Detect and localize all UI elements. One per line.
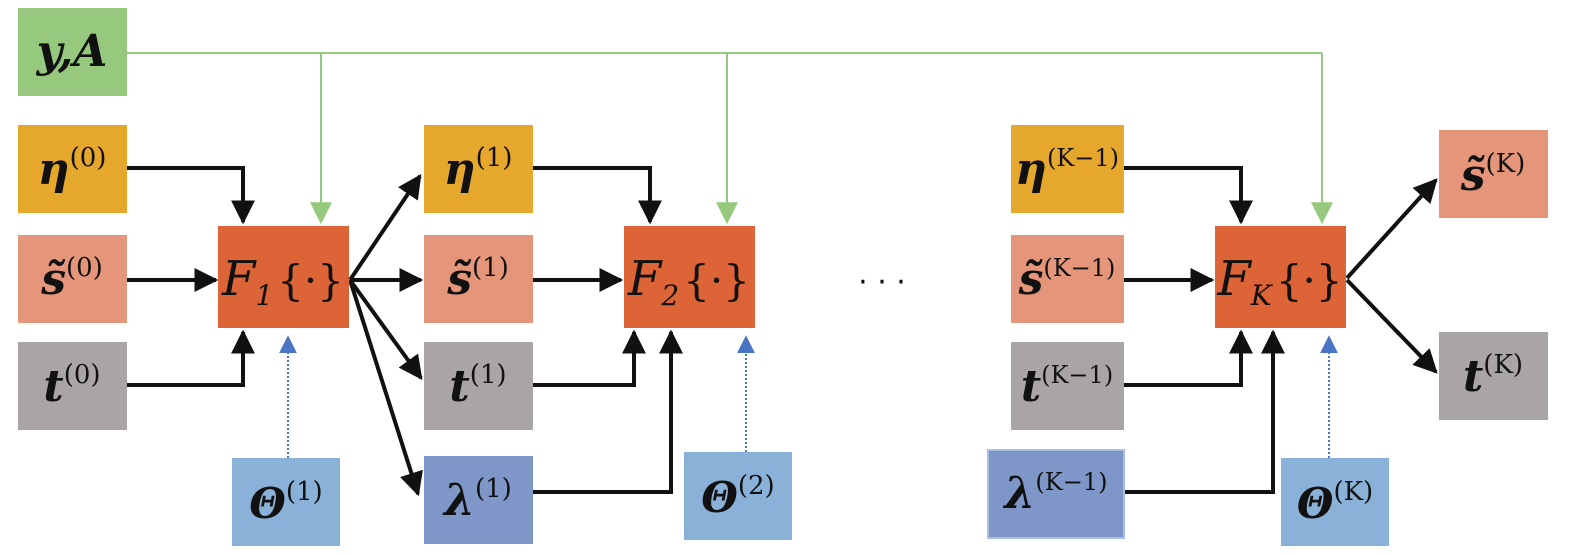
tK1-label: t(K−1) xyxy=(1021,361,1113,412)
t1-node xyxy=(424,342,533,430)
eta1-node xyxy=(424,125,533,213)
function-blocks xyxy=(218,226,1346,328)
etaK1-node xyxy=(1011,125,1124,213)
sK-label: s̃(K) xyxy=(1460,149,1526,201)
s0-node xyxy=(18,235,127,323)
lam1-node xyxy=(424,456,533,544)
F1-block xyxy=(218,226,349,328)
ya-node xyxy=(18,8,127,96)
ellipsis: · · · xyxy=(858,265,906,300)
eta1-label: η(1) xyxy=(444,143,513,195)
theta2-label: Θ(2) xyxy=(701,471,774,522)
thetaK-node xyxy=(1281,458,1389,546)
block-labels: F1{·} F2{·} FK{·} xyxy=(221,251,1342,312)
eta0-label: η(0) xyxy=(38,143,107,195)
F2-block xyxy=(624,226,755,328)
node-labels: y,A η(0) s̃(0) t(0) Θ(1) η(1) s̃(1) t(1)… xyxy=(36,26,1526,528)
lam1-label: λ(1) xyxy=(442,474,512,526)
t1-label: t(1) xyxy=(449,360,506,412)
lamK1-label: λ(K−1) xyxy=(1003,468,1108,519)
theta1-node xyxy=(232,458,340,546)
t0-label: t(0) xyxy=(43,360,100,412)
FK-block xyxy=(1215,226,1346,328)
sK1-label: s̃(K−1) xyxy=(1018,254,1116,305)
theta1-label: Θ(1) xyxy=(249,477,322,528)
sK-node xyxy=(1439,130,1548,218)
theta2-node xyxy=(684,452,792,540)
FK-label: FK{·} xyxy=(1216,251,1342,312)
eta0-node xyxy=(18,125,127,213)
node-boxes xyxy=(18,8,1548,546)
sK1-node xyxy=(1011,235,1124,323)
ya-label: y,A xyxy=(36,26,108,77)
s1-node xyxy=(424,235,533,323)
black-arrows xyxy=(127,166,1438,497)
tK1-node xyxy=(1011,342,1124,430)
theta-arrows xyxy=(279,335,1338,458)
t0-node xyxy=(18,342,127,430)
tK-node xyxy=(1439,332,1548,420)
F2-label: F2{·} xyxy=(627,251,750,312)
etaK1-label: η(K−1) xyxy=(1015,144,1119,195)
F1-label: F1{·} xyxy=(221,251,344,312)
tK-label: t(K) xyxy=(1463,350,1523,402)
s0-label: s̃(0) xyxy=(40,253,103,305)
ya-feed-lines xyxy=(127,52,1333,225)
thetaK-label: Θ(K) xyxy=(1297,477,1373,528)
lamK1-node xyxy=(987,449,1125,539)
s1-label: s̃(1) xyxy=(446,253,509,305)
